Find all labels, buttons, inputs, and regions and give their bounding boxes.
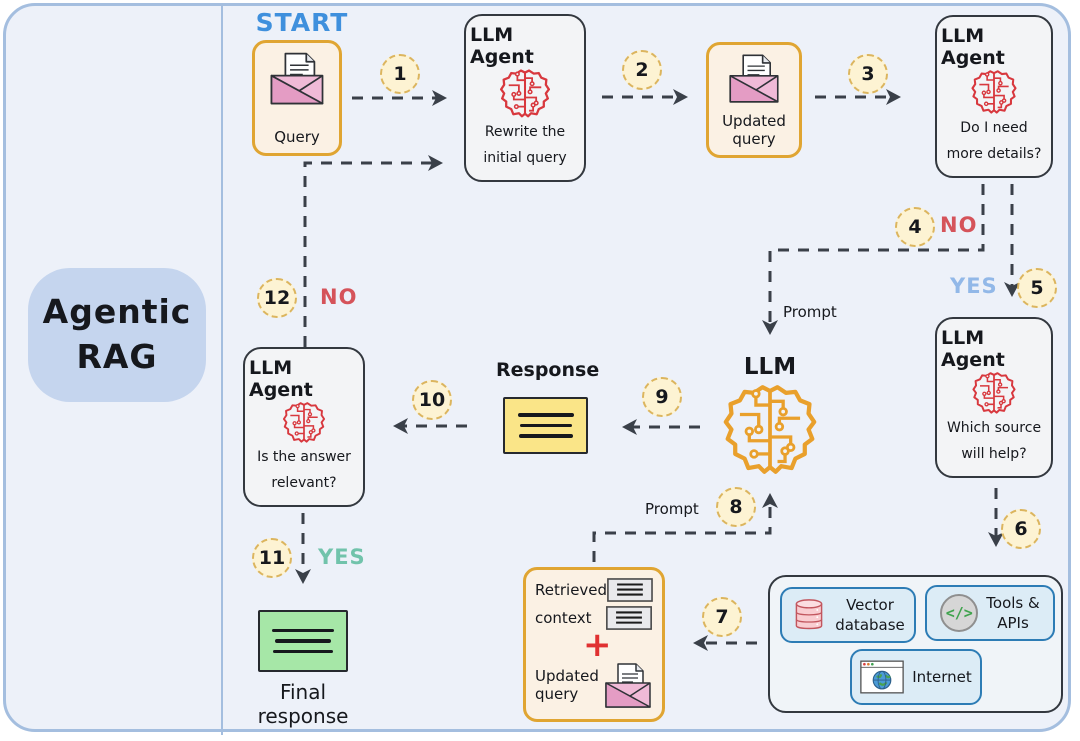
agent-rewrite-title: LLM Agent	[470, 24, 534, 68]
document-icon	[607, 577, 653, 603]
retrieved-updated-line2: query	[535, 684, 579, 703]
agent-details-title: LLM Agent	[941, 25, 1005, 69]
llm-label: LLM	[743, 354, 797, 380]
brain-circuit-icon	[963, 69, 1025, 115]
step-4-badge: 4	[895, 207, 935, 247]
agent-details-line1: Do I need	[960, 119, 1028, 136]
tools-apis-item: </> Tools & APIs	[925, 585, 1055, 641]
browser-globe-icon	[860, 660, 904, 694]
diagram-title-line2: RAG	[76, 337, 158, 376]
code-icon: </>	[940, 594, 979, 632]
plus-icon: +	[583, 625, 612, 665]
database-icon	[791, 596, 827, 634]
brain-circuit-icon	[273, 401, 335, 444]
sources-group: Vector database </> Tools & APIs Interne…	[768, 575, 1063, 713]
agent-source-title: LLM Agent	[941, 327, 1005, 371]
retrieved-context-node: Retrieved context + Updated query	[523, 567, 665, 722]
agent-source-node: LLM Agent Which source will help?	[935, 317, 1053, 478]
step-5-badge: 5	[1017, 268, 1057, 308]
step-8-badge: 8	[716, 487, 756, 527]
internet-label: Internet	[912, 667, 972, 686]
agent-source-line2: will help?	[961, 446, 1027, 463]
query-node: Query	[252, 40, 342, 156]
retrieved-line2: context	[535, 609, 592, 627]
prompt-label-bottom: Prompt	[645, 500, 699, 518]
vector-database-item: Vector database	[780, 587, 916, 643]
step-1-badge: 1	[380, 54, 420, 94]
step-10-badge: 10	[412, 380, 452, 420]
agent-details-line2: more details?	[946, 146, 1042, 163]
agent-relevant-line2: relevant?	[271, 475, 337, 492]
no-label-step12: NO	[320, 285, 358, 309]
tools-apis-line1: Tools &	[986, 593, 1040, 612]
envelope-icon	[603, 661, 653, 709]
updated-query-line1: Updated	[722, 112, 786, 130]
llm-brain-circuit-icon	[723, 382, 817, 477]
step-9-badge: 9	[642, 377, 682, 417]
no-label-step4: NO	[940, 213, 978, 237]
envelope-icon	[727, 52, 781, 104]
agent-rewrite-line2: initial query	[483, 150, 567, 167]
internet-item: Internet	[850, 649, 982, 705]
step-3-badge: 3	[848, 54, 888, 94]
updated-query-node: Updated query	[706, 42, 802, 158]
agent-source-line1: Which source	[946, 419, 1042, 436]
yes-label-step11: YES	[318, 545, 366, 569]
agent-relevant-node: LLM Agent Is the answer relevant?	[243, 347, 365, 507]
step-2-badge: 2	[622, 50, 662, 90]
document-icon	[605, 606, 653, 630]
response-label: Response	[496, 359, 600, 381]
step-12-badge: 12	[257, 278, 297, 318]
retrieved-line1: Retrieved	[535, 581, 608, 599]
brain-circuit-icon	[493, 68, 557, 119]
prompt-label-top: Prompt	[783, 303, 837, 321]
tools-apis-line2: APIs	[997, 614, 1029, 632]
final-response-document	[258, 610, 348, 672]
query-label: Query	[274, 128, 320, 146]
diagram-title-line1: Agentic	[42, 292, 192, 332]
agent-relevant-title: LLM Agent	[249, 357, 313, 401]
envelope-icon	[268, 50, 326, 106]
diagram-title: Agentic RAG	[28, 268, 206, 402]
agent-relevant-line1: Is the answer	[257, 448, 351, 465]
step-11-badge: 11	[252, 538, 292, 578]
vector-database-line1: Vector	[846, 595, 894, 614]
final-response-label: Final response	[257, 680, 349, 728]
updated-query-line2: query	[732, 130, 776, 148]
retrieved-updated-line1: Updated	[535, 666, 599, 685]
yes-label-step5: YES	[950, 274, 998, 298]
agent-rewrite-line1: Rewrite the	[484, 123, 566, 140]
response-document	[503, 397, 588, 454]
step-7-badge: 7	[702, 597, 742, 637]
panel-divider	[221, 6, 223, 735]
agent-details-node: LLM Agent Do I need more details?	[935, 15, 1053, 178]
start-label: START	[255, 8, 349, 37]
agent-rewrite-node: LLM Agent Rewrite the initial query	[464, 14, 586, 182]
brain-circuit-icon	[963, 371, 1025, 415]
step-6-badge: 6	[1001, 509, 1041, 549]
vector-database-line2: database	[835, 616, 905, 634]
